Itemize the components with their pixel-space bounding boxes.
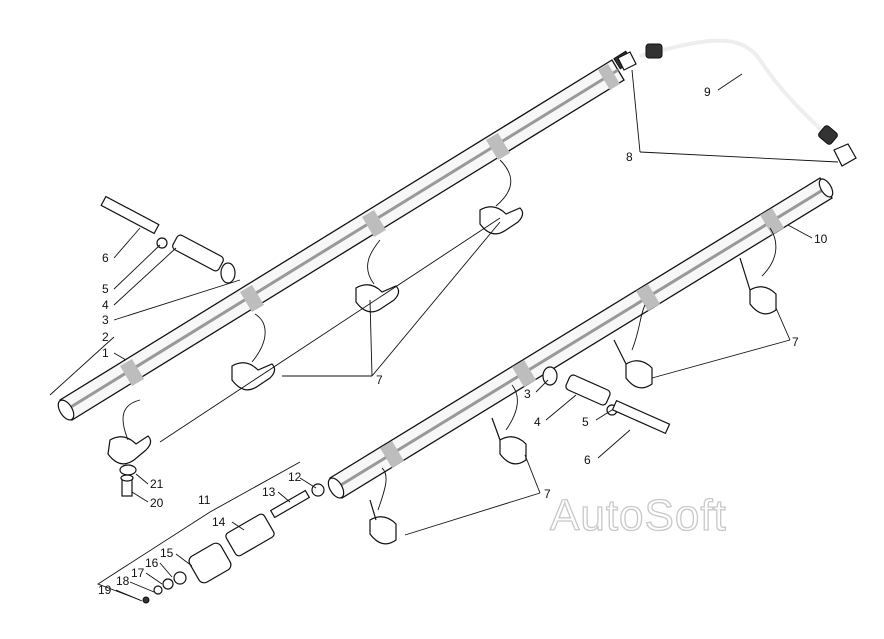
callout-21: 21 xyxy=(150,477,164,491)
callout-5: 5 xyxy=(102,282,109,296)
callout-6: 6 xyxy=(102,251,109,265)
curved-tube xyxy=(617,38,857,167)
callout-5-lower: 5 xyxy=(582,415,589,429)
callout-labels: 1 2 3 4 5 6 7 7 7 8 9 10 3 4 5 6 11 12 1… xyxy=(98,85,828,597)
callout-2: 2 xyxy=(102,330,109,344)
fork-5 xyxy=(369,467,397,545)
callout-18: 18 xyxy=(116,574,130,588)
callout-14: 14 xyxy=(212,515,226,529)
lock-mechanism xyxy=(142,483,325,604)
callout-4-lower: 4 xyxy=(534,415,541,429)
fork-8 xyxy=(739,227,777,315)
leader-lines xyxy=(49,69,839,602)
lower-shift-rod xyxy=(327,177,834,499)
callout-8: 8 xyxy=(626,150,633,164)
callout-17: 17 xyxy=(131,566,145,580)
callout-10: 10 xyxy=(814,232,828,246)
callout-4: 4 xyxy=(102,298,109,312)
callout-13: 13 xyxy=(262,485,276,499)
callout-3: 3 xyxy=(102,313,109,327)
callout-16: 16 xyxy=(145,556,159,570)
bolt-washer xyxy=(119,464,137,497)
watermark-text: AutoSoft xyxy=(550,491,727,540)
fork-1 xyxy=(107,399,152,465)
callout-19: 19 xyxy=(98,583,112,597)
callout-12: 12 xyxy=(288,470,302,484)
callout-9: 9 xyxy=(704,85,711,99)
callout-7: 7 xyxy=(792,335,799,349)
callout-6-lower: 6 xyxy=(584,453,591,467)
callout-15: 15 xyxy=(160,546,174,560)
fork-3 xyxy=(355,239,400,313)
callout-3-lower: 3 xyxy=(524,387,531,401)
callout-20: 20 xyxy=(150,496,164,510)
callout-7: 7 xyxy=(376,373,383,387)
fork-4 xyxy=(479,159,524,235)
fork-2 xyxy=(231,313,276,391)
shift-forks xyxy=(107,159,777,545)
callout-1: 1 xyxy=(102,346,109,360)
fork-6 xyxy=(491,384,527,465)
callout-7: 7 xyxy=(544,487,551,501)
upper-detent-parts xyxy=(100,195,236,284)
callout-11: 11 xyxy=(198,493,211,507)
fork-7 xyxy=(613,304,653,389)
lower-detent-parts xyxy=(542,366,671,435)
